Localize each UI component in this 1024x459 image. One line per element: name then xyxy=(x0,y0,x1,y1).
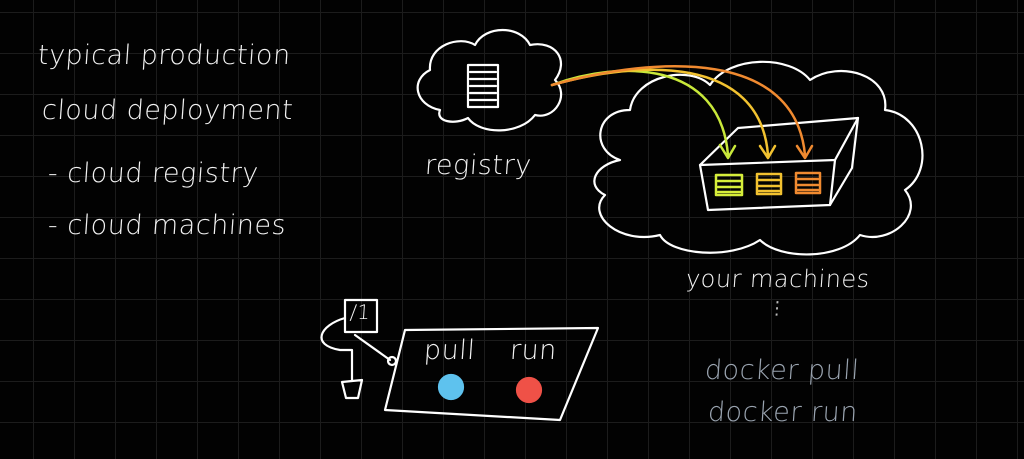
pull-arrows xyxy=(550,65,814,160)
registry-cloud xyxy=(416,29,563,132)
notes-title-line2: cloud deployment xyxy=(40,95,295,126)
run-button-dot xyxy=(515,376,543,404)
pull-button-dot xyxy=(437,373,465,401)
machines-label: your machines xyxy=(685,265,871,293)
controller-drawing xyxy=(320,298,600,422)
notes-title-line1: typical production xyxy=(36,40,292,71)
registry-label: registry xyxy=(423,150,533,181)
pull-label: pull xyxy=(422,335,477,366)
machines-cloud xyxy=(593,60,924,256)
server-stack-icon xyxy=(466,63,500,109)
notes-bullet-machines: - cloud machines xyxy=(46,210,288,241)
container-icons xyxy=(714,171,822,197)
notes-bullet-registry: - cloud registry xyxy=(46,158,260,189)
command-docker-run: docker run xyxy=(706,397,859,428)
ellipsis: ⋮ xyxy=(767,298,788,319)
command-docker-pull: docker pull xyxy=(703,355,861,386)
run-label: run xyxy=(508,335,558,366)
controller-box-label: /1 xyxy=(349,300,372,324)
controller-panel xyxy=(383,326,600,422)
